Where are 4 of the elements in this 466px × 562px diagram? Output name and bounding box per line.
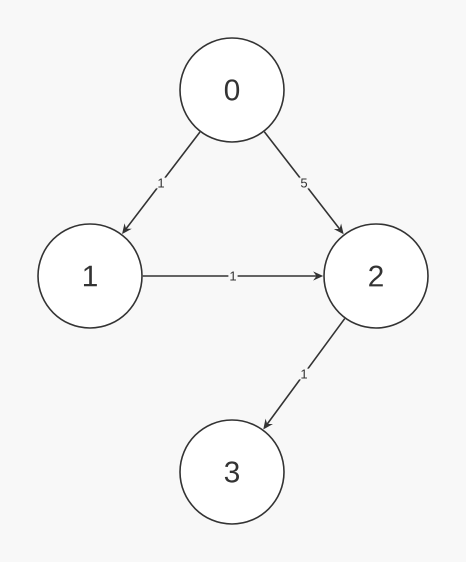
graph-node: 2 <box>323 223 429 329</box>
graph-node: 1 <box>37 223 143 329</box>
graph-node: 0 <box>179 37 285 143</box>
graph-node: 3 <box>179 419 285 525</box>
